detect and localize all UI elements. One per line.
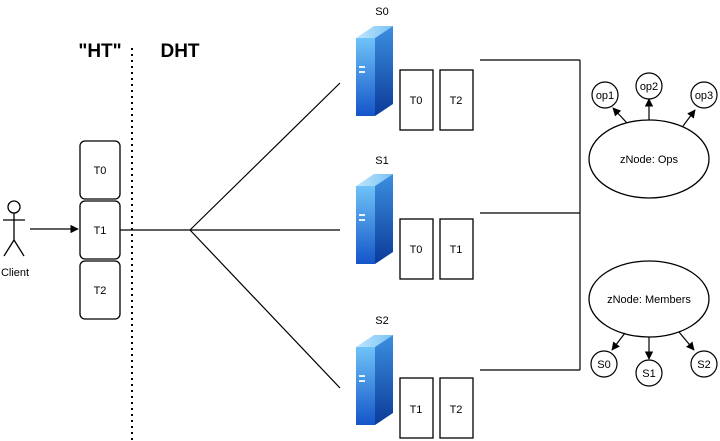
ht-table-label: T2 [94,285,107,297]
znode-child-circle [591,81,619,109]
znode-child-label: S2 [697,359,710,371]
znode-child-label: op2 [640,81,658,93]
server-table-label: T1 [450,244,463,256]
coordination-bus [480,59,581,371]
client-label: Client [1,267,29,279]
server-s2: S2 T1 T2 [356,315,474,439]
ht-table-column: T0 T1 T2 [79,140,121,320]
znode-child-circle [690,350,718,378]
server-icon [356,335,393,425]
znode-child-circle [635,72,663,100]
znode-ops: zNode: Ops op1 op2 op3 [588,72,718,199]
znode-ops-label: zNode: Ops [620,154,679,166]
znode-child-label: S0 [597,359,610,371]
server-icon [356,174,393,264]
server-label: S0 [375,6,388,18]
znode-members: zNode: Members S0 S1 S2 [588,260,718,387]
dht-connections [120,82,341,389]
server-table-box [399,218,434,280]
znode-child-label: S1 [642,368,655,380]
ht-table-box [79,260,121,320]
server-table-box [399,377,434,439]
server-label: S1 [375,155,388,167]
ht-header: "HT" [78,41,121,62]
server-table-box [439,218,474,280]
client-actor-icon [3,200,25,257]
dht-header: DHT [160,41,199,62]
znode-child-circle [690,81,718,109]
server-s1: S1 T0 T1 [356,155,474,280]
znode-child-circle [635,359,663,387]
ht-table-box [79,140,121,200]
server-s0: S0 T0 T2 [356,6,474,131]
server-table-label: T2 [450,404,463,416]
server-table-label: T2 [450,95,463,107]
server-icon [356,26,393,116]
znode-child-circle [590,350,618,378]
server-label: S2 [375,315,388,327]
ht-table-label: T0 [94,165,107,177]
server-table-box [399,69,434,131]
ht-table-label: T1 [94,225,107,237]
server-table-label: T0 [410,244,423,256]
server-table-label: T1 [410,404,423,416]
server-table-box [439,69,474,131]
znode-child-label: op1 [596,90,614,102]
znode-members-label: zNode: Members [607,294,691,306]
znode-child-label: op3 [695,90,713,102]
server-table-box [439,377,474,439]
server-table-label: T0 [410,95,423,107]
